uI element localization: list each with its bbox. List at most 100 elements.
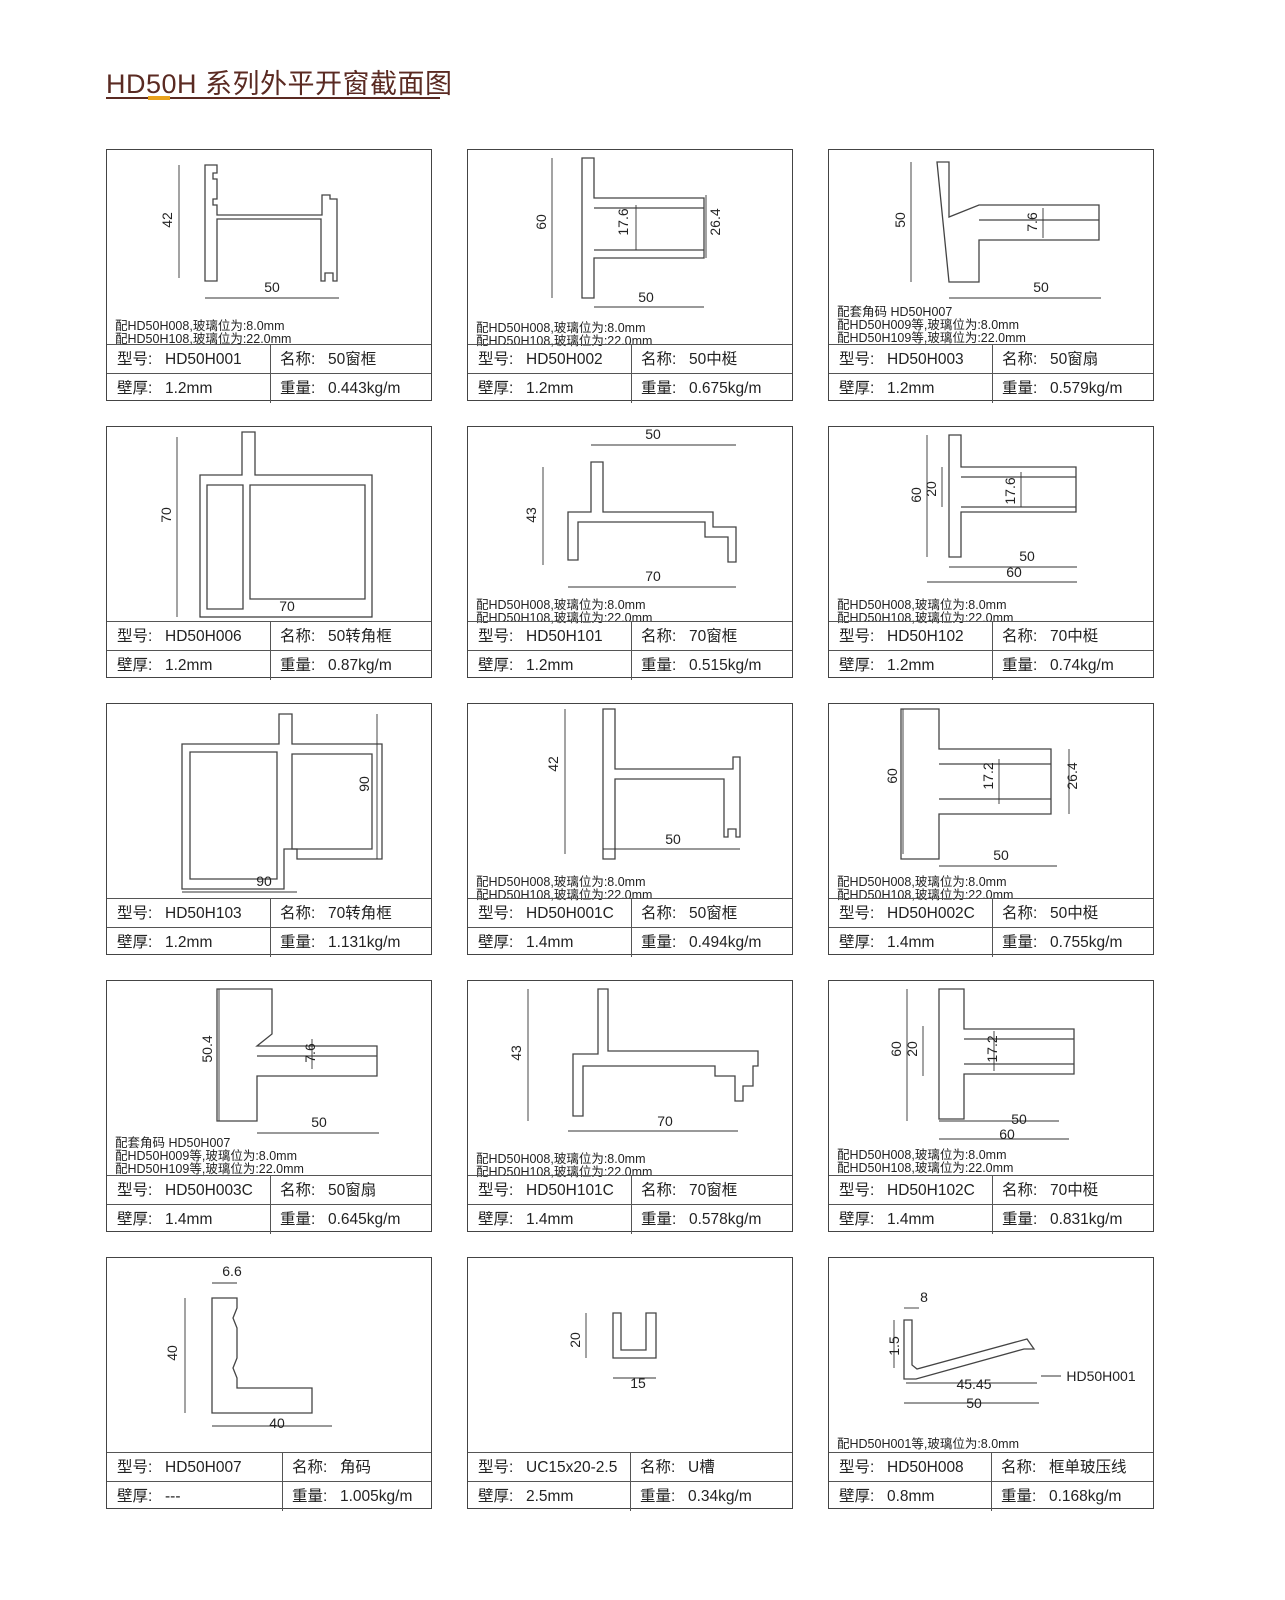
dimension-label: 8 <box>920 1289 928 1305</box>
cell-divider <box>992 651 993 680</box>
model-value: HD50H102 <box>887 628 964 645</box>
model-value: HD50H003C <box>165 1182 253 1199</box>
wall-label: 壁厚: <box>478 657 514 674</box>
wall-label: 壁厚: <box>839 380 875 397</box>
name-value: 50窗框 <box>689 905 738 922</box>
fitting-note: 配HD50H109等,玻璃位为:22.0mm <box>837 331 1026 345</box>
fitting-note: 配HD50H108,玻璃位为:22.0mm <box>115 332 292 346</box>
name-label: 名称: <box>641 1182 677 1199</box>
wall-label: 壁厚: <box>839 934 875 951</box>
dimension-label: 20 <box>923 481 939 497</box>
wall-label: 壁厚: <box>478 1211 514 1228</box>
name-value: 70窗框 <box>689 1182 738 1199</box>
fitting-note: 配HD50H009等,玻璃位为:8.0mm <box>837 318 1019 332</box>
name-value: 50转角框 <box>328 628 392 645</box>
dimension-label: 50 <box>1011 1111 1027 1127</box>
dimension-label: 17.2 <box>980 762 996 789</box>
weight-value: 0.443kg/m <box>328 380 401 397</box>
wall-value: 1.2mm <box>165 657 213 674</box>
profile-outline <box>602 708 741 860</box>
profile-outline <box>206 484 244 610</box>
cell-divider <box>270 899 271 928</box>
cell-divider <box>270 928 271 957</box>
dimension-label: 17.6 <box>615 208 631 235</box>
model-label: 型号: <box>117 628 153 645</box>
fitting-note: 配HD50H001等,玻璃位为:8.0mm <box>837 1437 1019 1451</box>
cell-divider <box>992 622 993 651</box>
cell-divider <box>631 651 632 680</box>
profile-outline <box>567 461 737 563</box>
model-value: HD50H008 <box>887 1459 964 1476</box>
weight-label: 重量: <box>280 380 316 397</box>
cell-divider <box>270 1176 271 1205</box>
title-accent-bar <box>148 96 170 100</box>
dimension-label: 17.2 <box>984 1035 1000 1062</box>
profile-outline <box>939 763 1051 800</box>
name-label: 名称: <box>641 351 677 368</box>
dimension-label: 26.4 <box>1064 762 1080 789</box>
weight-value: 0.87kg/m <box>328 657 392 674</box>
weight-value: 0.494kg/m <box>689 934 762 951</box>
profile-outline <box>964 1038 1074 1065</box>
wall-value: 1.2mm <box>526 380 574 397</box>
dimension-label: 60 <box>888 1041 904 1057</box>
name-value: 框单玻压线 <box>1049 1459 1127 1476</box>
name-label: 名称: <box>641 628 677 645</box>
profile-outline <box>612 1312 657 1359</box>
model-label: 型号: <box>478 1459 514 1476</box>
weight-value: 0.755kg/m <box>1050 934 1123 951</box>
model-label: 型号: <box>117 905 153 922</box>
dimension-label: 50 <box>892 212 908 228</box>
wall-value: 1.2mm <box>165 380 213 397</box>
cell-divider <box>631 928 632 957</box>
wall-value: 1.4mm <box>526 934 574 951</box>
dimension-label: 50 <box>993 847 1009 863</box>
model-value: HD50H003 <box>887 351 964 368</box>
wall-value: 1.2mm <box>887 380 935 397</box>
cell-divider <box>282 1482 283 1511</box>
cell-divider <box>630 1482 631 1511</box>
wall-value: 0.8mm <box>887 1488 935 1505</box>
fitting-note: 配HD50H008,玻璃位为:8.0mm <box>476 598 646 612</box>
dimension-label: 90 <box>356 776 372 792</box>
wall-value: 2.5mm <box>526 1488 574 1505</box>
cell-divider <box>631 1176 632 1205</box>
model-value: HD50H002C <box>887 905 975 922</box>
name-label: 名称: <box>641 905 677 922</box>
model-label: 型号: <box>839 1182 875 1199</box>
cell-divider <box>631 1205 632 1234</box>
dimension-label: 60 <box>908 487 924 503</box>
profile-outline <box>936 161 1100 283</box>
weight-label: 重量: <box>280 657 316 674</box>
weight-label: 重量: <box>1002 934 1038 951</box>
profile-outline <box>594 207 704 251</box>
profile-outline <box>903 1319 1036 1380</box>
name-value: 70中梃 <box>1050 628 1099 645</box>
cell-divider <box>631 374 632 403</box>
weight-label: 重量: <box>1002 380 1038 397</box>
model-value: HD50H002 <box>526 351 603 368</box>
profile-drawing: 90 90 <box>181 713 383 893</box>
dimension-label: 20 <box>904 1041 920 1057</box>
dimension-label: 90 <box>256 873 272 889</box>
